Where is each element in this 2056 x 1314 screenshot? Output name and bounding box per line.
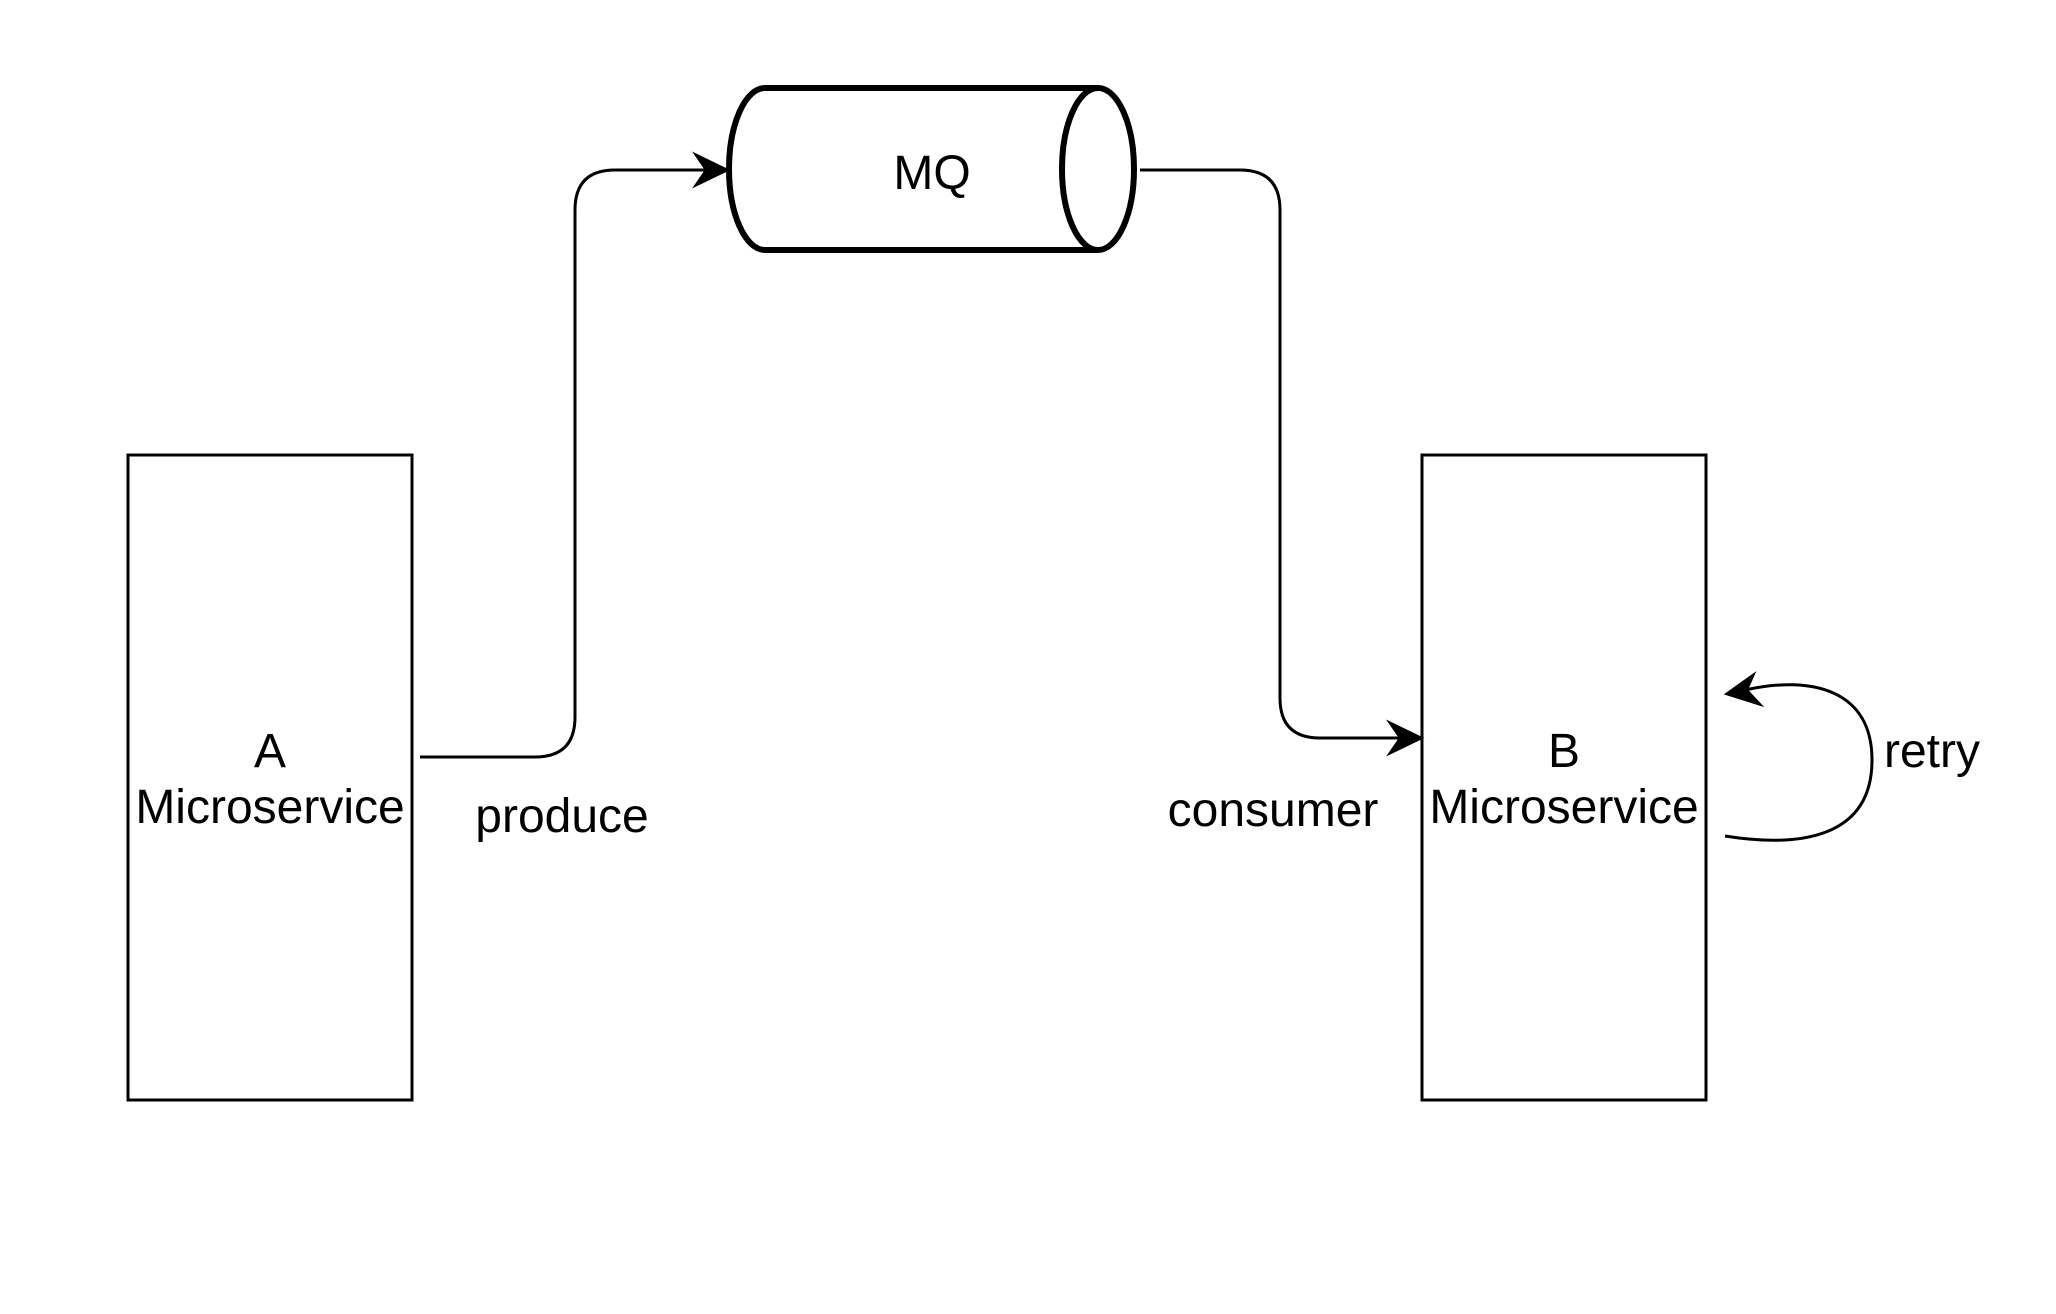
node-b-label-line2: Microservice [1429,781,1698,834]
edge-retry-arrowhead [1723,671,1765,708]
edge-produce-label: produce [475,790,648,843]
node-a-box [126,453,414,1102]
node-b-label-line1: B [1548,725,1580,778]
node-mq-queue[interactable]: MQ [726,85,1137,253]
edge-consumer-arrowhead [1386,719,1425,757]
edge-consumer-label: consumer [1168,784,1379,837]
node-b-box [1420,453,1708,1102]
node-a-label-line1: A [254,725,286,778]
edge-produce-line [420,168,712,759]
edge-retry-label: retry [1884,725,1980,778]
edge-produce-arrowhead [692,151,731,189]
node-b-microservice[interactable]: B Microservice [1420,453,1708,1102]
edge-consumer-line [1140,168,1405,740]
edge-retry[interactable]: retry [1723,671,1980,842]
edge-retry-line [1724,683,1874,842]
node-a-microservice[interactable]: A Microservice [126,453,414,1102]
mq-label: MQ [893,147,970,200]
mq-cylinder-front-cap [1059,85,1099,253]
edge-produce[interactable]: produce [420,151,731,843]
edge-consumer[interactable]: consumer [1140,168,1425,837]
node-a-label-line2: Microservice [135,781,404,834]
